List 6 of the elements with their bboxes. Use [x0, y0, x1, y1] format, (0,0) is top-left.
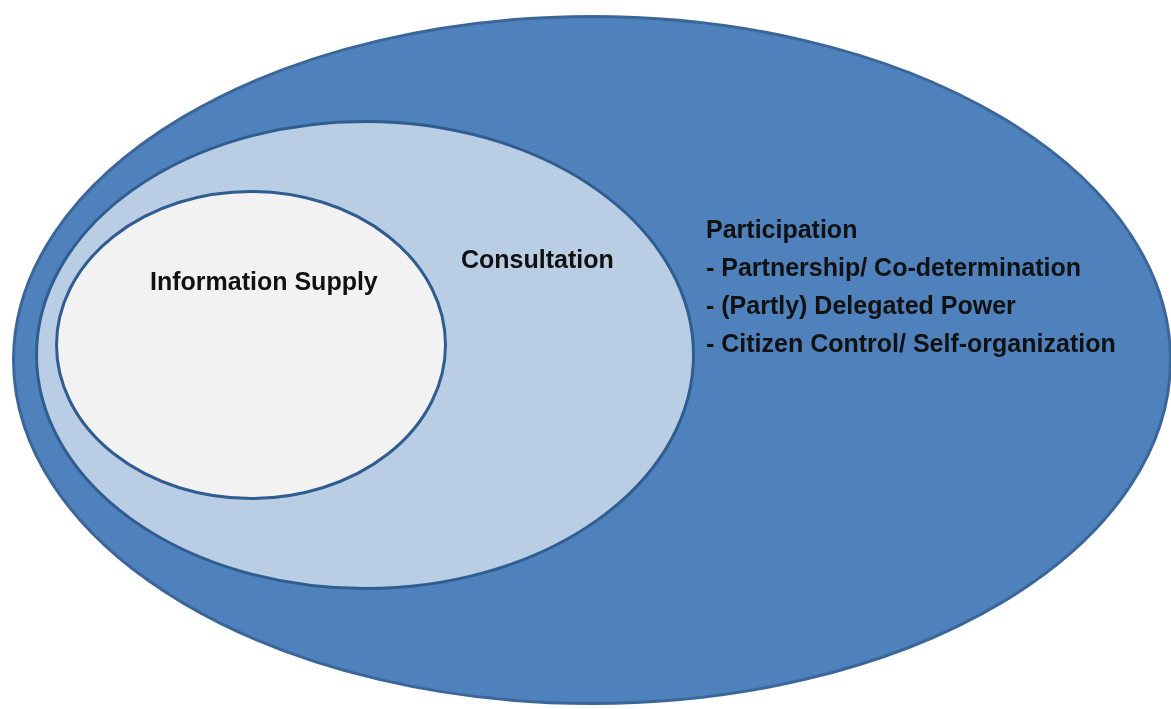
list-item: - Partnership/ Co-determination [706, 252, 1082, 283]
ellipse-label: Participation [706, 214, 858, 245]
ellipse-label: Consultation [461, 244, 614, 275]
list-item: - Citizen Control/ Self-organization [706, 328, 1116, 359]
list-item: - (Partly) Delegated Power [706, 290, 1016, 321]
ellipse-label: Information Supply [150, 266, 378, 297]
